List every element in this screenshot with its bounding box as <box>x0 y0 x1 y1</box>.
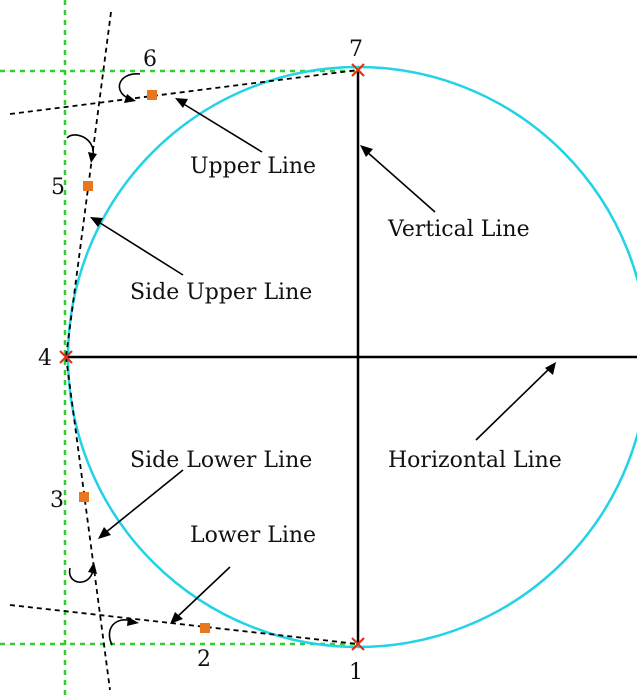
control-point-2 <box>200 623 210 633</box>
key-point-1 <box>351 637 365 651</box>
rotation-arrow-upper-side <box>66 134 94 157</box>
rotation-arrows <box>66 73 141 646</box>
key-point-7 <box>351 63 365 77</box>
vertical-line-arrowhead <box>360 145 373 157</box>
label-vertical-line: Vertical Line <box>387 217 530 242</box>
label-upper-line: Upper Line <box>190 154 316 179</box>
dashed-construction-lines <box>9 11 359 691</box>
rotation-arrow-lower-side <box>68 567 94 583</box>
tangent-lower-dashed <box>9 604 359 645</box>
lower-line-arrowhead <box>170 612 183 624</box>
upper-line-arrow <box>181 102 263 153</box>
label-horizontal-line: Horizontal Line <box>388 448 562 473</box>
label-side-upper-line: Side Upper Line <box>130 280 312 305</box>
line-labels: Upper Line Vertical Line Side Upper Line… <box>130 154 562 548</box>
point-number-5: 5 <box>51 175 65 200</box>
side-lower-line-arrowhead <box>98 527 111 539</box>
rotation-arrow-top <box>118 73 141 100</box>
point-numbers: 7 6 5 4 3 2 1 <box>38 37 363 685</box>
point-number-6: 6 <box>143 47 157 72</box>
side-upper-line-arrow <box>96 220 184 276</box>
horizontal-line-arrow <box>475 367 551 441</box>
key-points <box>59 63 365 651</box>
label-lower-line: Lower Line <box>190 523 316 548</box>
label-side-lower-line: Side Lower Line <box>130 448 312 473</box>
rotation-arrow-upper-side-head <box>88 152 97 163</box>
pointer-arrows <box>90 98 556 624</box>
tangent-upper-dashed <box>9 69 359 115</box>
horizontal-line-arrowhead <box>545 362 556 375</box>
side-upper-line-arrowhead <box>90 217 103 227</box>
rotation-arrow-top-head <box>124 94 136 103</box>
point-number-1: 1 <box>349 660 363 685</box>
control-point-3 <box>79 492 89 502</box>
point-number-7: 7 <box>349 37 363 62</box>
rotation-arrow-lower-side-head <box>88 562 97 574</box>
control-point-5 <box>83 181 93 191</box>
key-point-4 <box>59 350 73 364</box>
control-points <box>79 90 210 633</box>
green-guide-lines <box>0 0 360 695</box>
point-number-3: 3 <box>50 488 64 513</box>
upper-line-arrowhead <box>175 98 188 108</box>
lower-line-arrow <box>175 566 231 619</box>
rotation-arrow-bottom-head <box>127 617 139 626</box>
vertical-line-arrow <box>365 150 436 213</box>
control-point-6 <box>147 90 157 100</box>
side-lower-dashed <box>65 356 111 691</box>
point-number-2: 2 <box>197 647 211 672</box>
side-lower-line-arrow <box>104 469 184 534</box>
point-number-4: 4 <box>38 346 52 371</box>
